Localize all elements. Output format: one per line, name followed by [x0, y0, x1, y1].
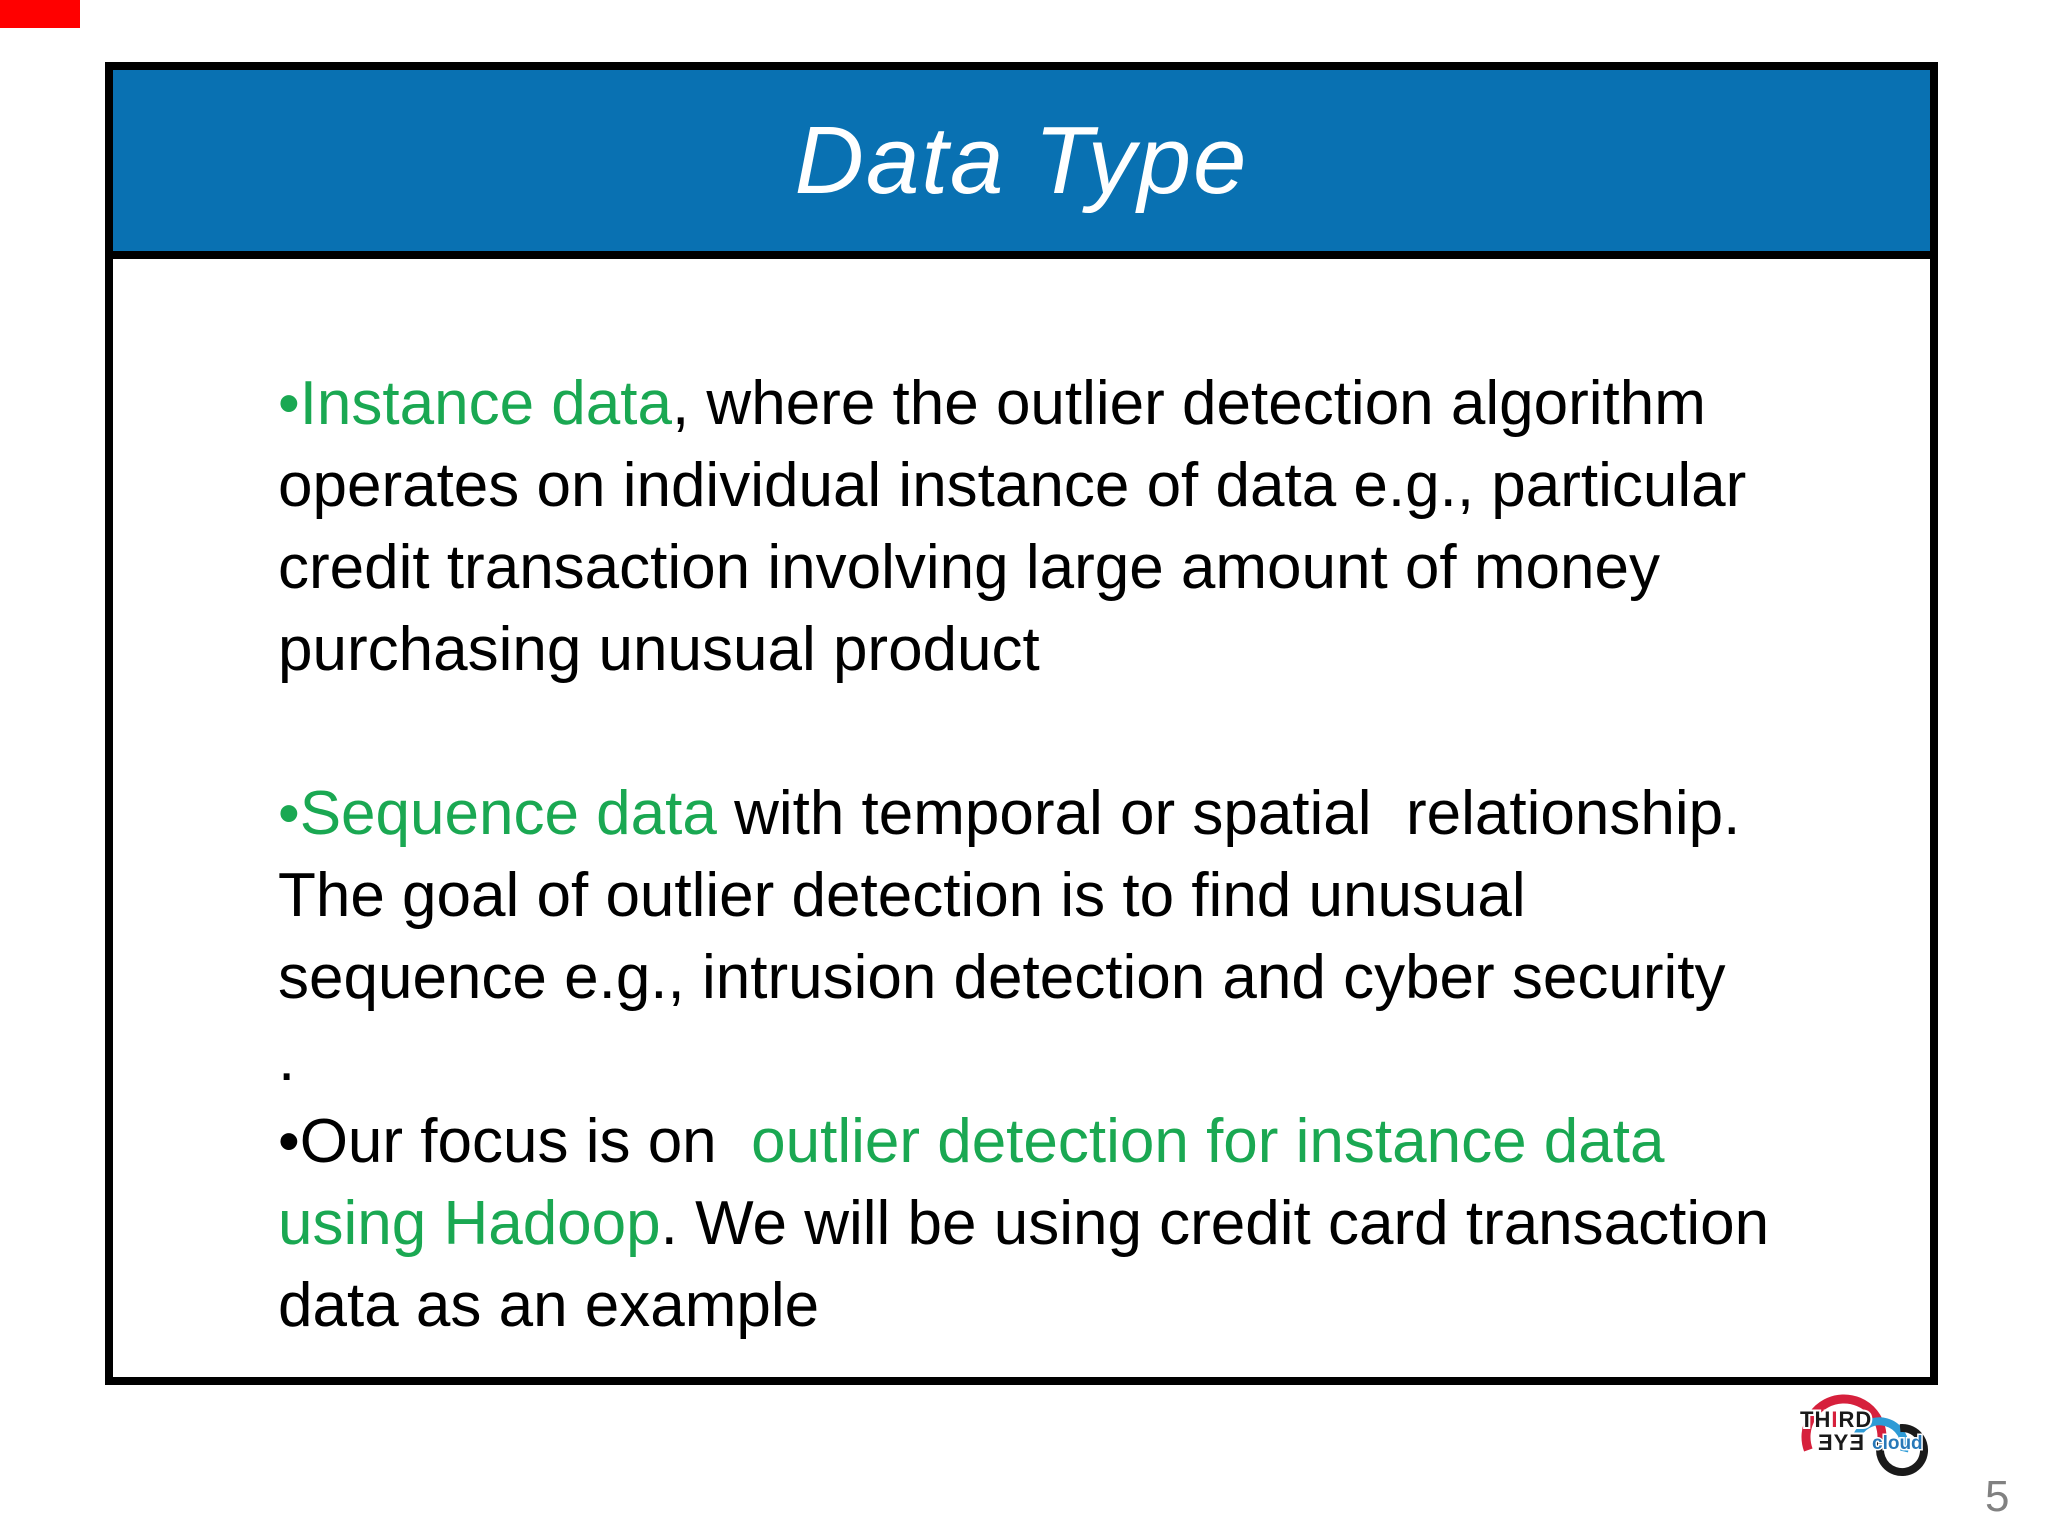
page-number: 5 — [1985, 1472, 2010, 1521]
logo-black-arc-icon — [1876, 1424, 1929, 1476]
body-line: data as an example — [278, 1265, 1930, 1347]
slide-frame: Data Type •Instance data, where the outl… — [105, 62, 1938, 1385]
body-paragraph: •Sequence data with temporal or spatial … — [278, 773, 1930, 1101]
red-corner-mark — [0, 0, 80, 28]
slide-title: Data Type — [794, 106, 1249, 214]
body-line: •Sequence data with temporal or spatial … — [278, 773, 1930, 855]
logo-red-arc-icon — [1801, 1394, 1887, 1452]
text-segment: . — [278, 1025, 296, 1094]
body-line: •Instance data, where the outlier detect… — [278, 363, 1930, 445]
text-segment: sequence e.g., intrusion detection and c… — [278, 943, 1726, 1012]
slide-header: Data Type — [113, 70, 1930, 259]
text-segment: purchasing unusual product — [278, 615, 1040, 684]
body-paragraph: •Instance data, where the outlier detect… — [278, 363, 1930, 691]
text-segment: data as an example — [278, 1271, 820, 1340]
text-segment: credit transaction involving large amoun… — [278, 533, 1660, 602]
body-line: using Hadoop. We will be using credit ca… — [278, 1183, 1930, 1265]
text-segment: operates on individual instance of data … — [278, 451, 1747, 520]
body-line: sequence e.g., intrusion detection and c… — [278, 937, 1930, 1019]
body-line: •Our focus is on outlier detection for i… — [278, 1101, 1930, 1183]
body-line: purchasing unusual product — [278, 609, 1930, 691]
logo-blue-arc-icon — [1852, 1417, 1909, 1453]
body-line: credit transaction involving large amoun… — [278, 527, 1930, 609]
thirdeye-cloud-logo: THIRD ƎYƎ cloud — [1782, 1390, 1940, 1478]
body-paragraph: •Our focus is on outlier detection for i… — [278, 1101, 1930, 1347]
slide-body: •Instance data, where the outlier detect… — [278, 363, 1930, 1347]
logo-word-eye: ƎYƎ — [1818, 1430, 1865, 1455]
text-segment: The goal of outlier detection is to find… — [278, 861, 1526, 930]
text-segment: •Sequence data — [278, 779, 717, 848]
text-segment: •Our focus is on — [278, 1107, 752, 1176]
body-line: operates on individual instance of data … — [278, 445, 1930, 527]
logo-word-third: THIRD — [1800, 1407, 1872, 1432]
body-line: . — [278, 1019, 1930, 1101]
text-segment: with temporal or spatial relationship. — [716, 779, 1741, 848]
text-segment: using Hadoop — [278, 1189, 661, 1258]
body-line: The goal of outlier detection is to find… — [278, 855, 1930, 937]
logo-word-cloud: cloud — [1872, 1433, 1923, 1454]
text-segment: . We will be using credit card transacti… — [660, 1189, 1770, 1258]
text-segment: •Instance data — [278, 369, 672, 438]
text-segment: outlier detection for instance data — [751, 1107, 1665, 1176]
text-segment: , where the outlier detection algorithm — [671, 369, 1706, 438]
